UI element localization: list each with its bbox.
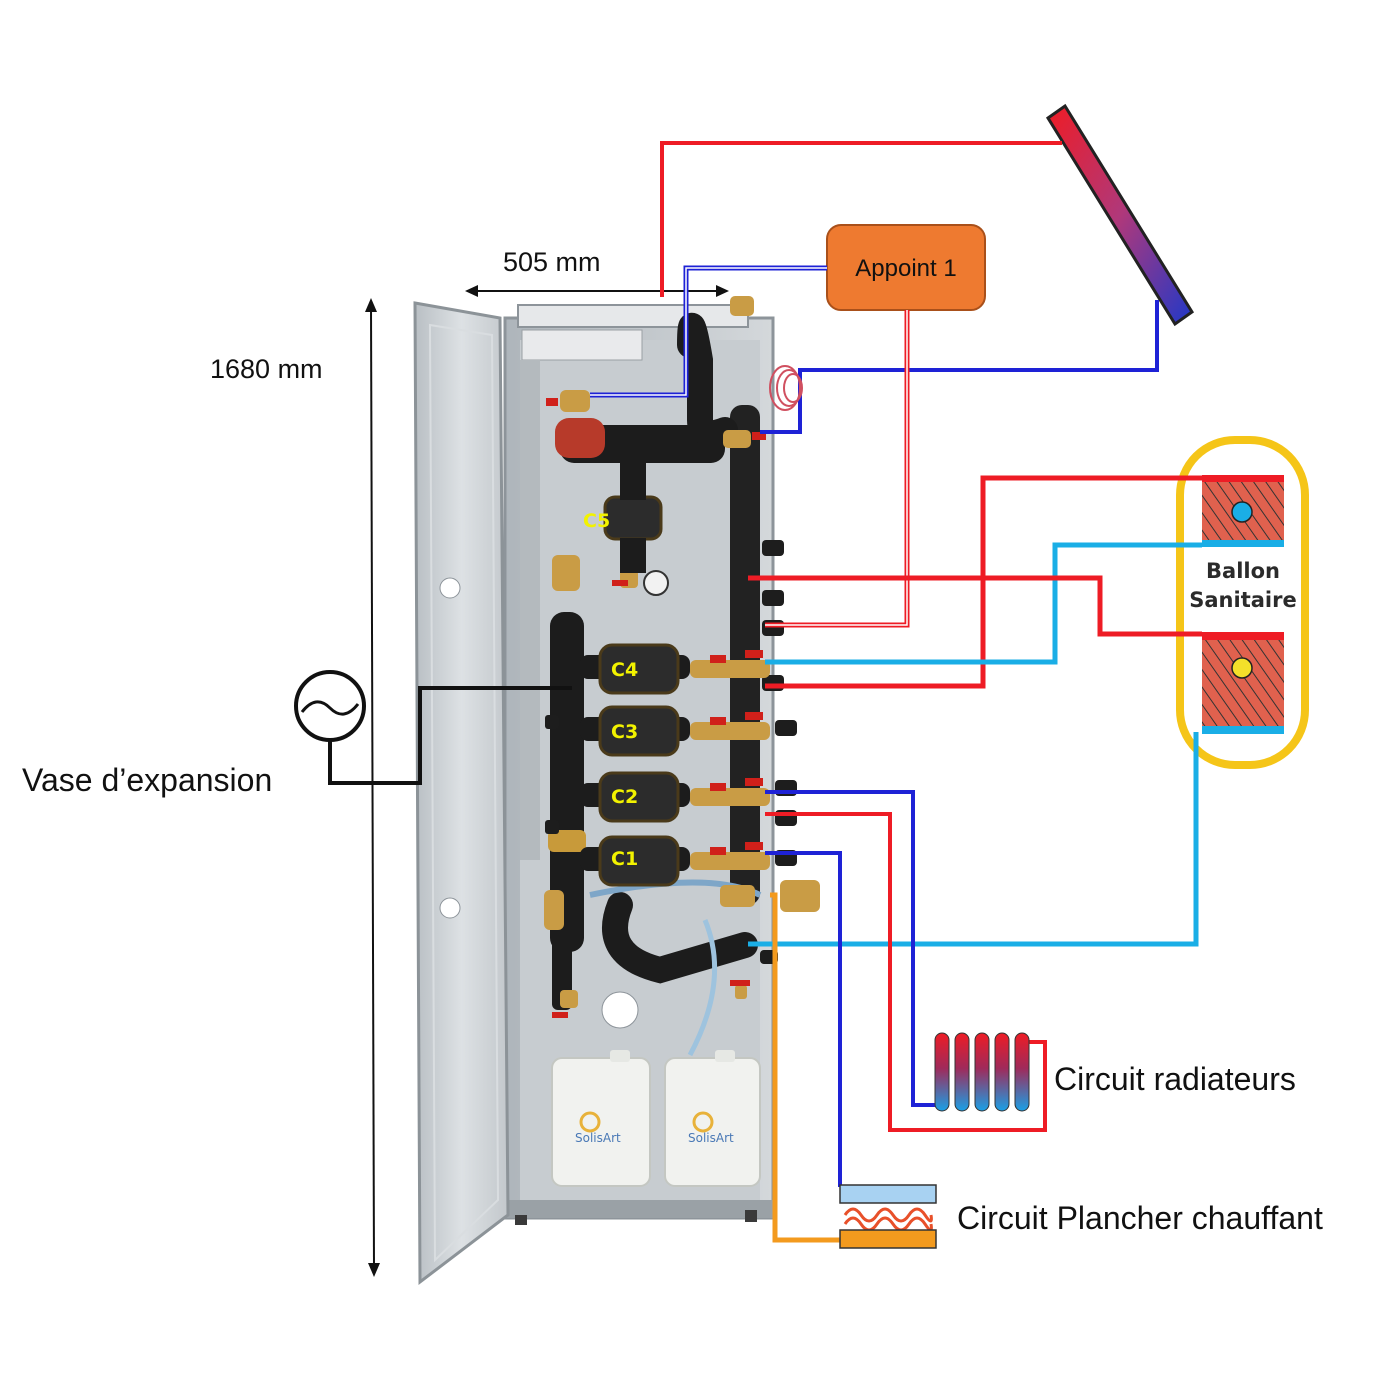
brass-valves (544, 296, 820, 1018)
tank-hot-line-bottom (748, 575, 1202, 637)
width-dimension: 505 mm (465, 247, 729, 297)
cabinet-bottom (505, 1200, 773, 1218)
canister-right: SolisArt (664, 1050, 761, 1187)
collector-pipe-left (550, 612, 584, 952)
controller-box (517, 304, 749, 328)
tank-cold-line-top (765, 542, 1202, 665)
solar-cold-line (760, 300, 1159, 434)
tank-cold-return (748, 732, 1199, 947)
solar-panel (1045, 103, 1195, 327)
expansion-label: Vase d’expansion (22, 762, 272, 798)
height-dimension: 1680 mm (210, 298, 380, 1277)
pump-label-c4: C4 (611, 659, 638, 681)
tank-label-1: Ballon (1206, 559, 1280, 583)
pump-label-c2: C2 (611, 786, 638, 808)
pump-label-c5: C5 (583, 510, 610, 532)
floor-label: Circuit Plancher chauffant (957, 1200, 1323, 1236)
pump-rows (580, 460, 770, 887)
width-label: 505 mm (503, 247, 601, 277)
tank-hot-sensor (1231, 657, 1253, 679)
pump-label-c1: C1 (611, 848, 638, 870)
solar-hot-line (660, 141, 1062, 297)
height-label: 1680 mm (210, 354, 323, 384)
cabinet: SolisArt SolisArt C5 C4 C3 C2 C1 (413, 296, 820, 1286)
canister-left: SolisArt (551, 1050, 651, 1187)
appoint-label: Appoint 1 (855, 255, 956, 282)
floor-heating-icon (839, 1184, 937, 1249)
cabinet-door (413, 301, 510, 1286)
tank-cold-sensor (1231, 501, 1253, 523)
radiator-label: Circuit radiateurs (1054, 1061, 1296, 1097)
floor-hot-line (770, 892, 840, 1243)
tank-label-2: Sanitaire (1189, 588, 1296, 612)
tank-coil-bottom (1202, 632, 1284, 732)
coil-loop (769, 365, 803, 411)
radiator-icon (934, 1032, 1030, 1112)
floor-cold-line (765, 851, 842, 1187)
radiator-hot-line (765, 812, 1047, 1132)
canister-left-brand: SolisArt (575, 1131, 621, 1145)
radiator-cold-line (765, 790, 937, 1107)
tank-hot-line-top (765, 475, 1202, 689)
expansion-line (328, 686, 572, 785)
canister-right-brand: SolisArt (688, 1131, 734, 1145)
pump-label-c3: C3 (611, 721, 638, 743)
